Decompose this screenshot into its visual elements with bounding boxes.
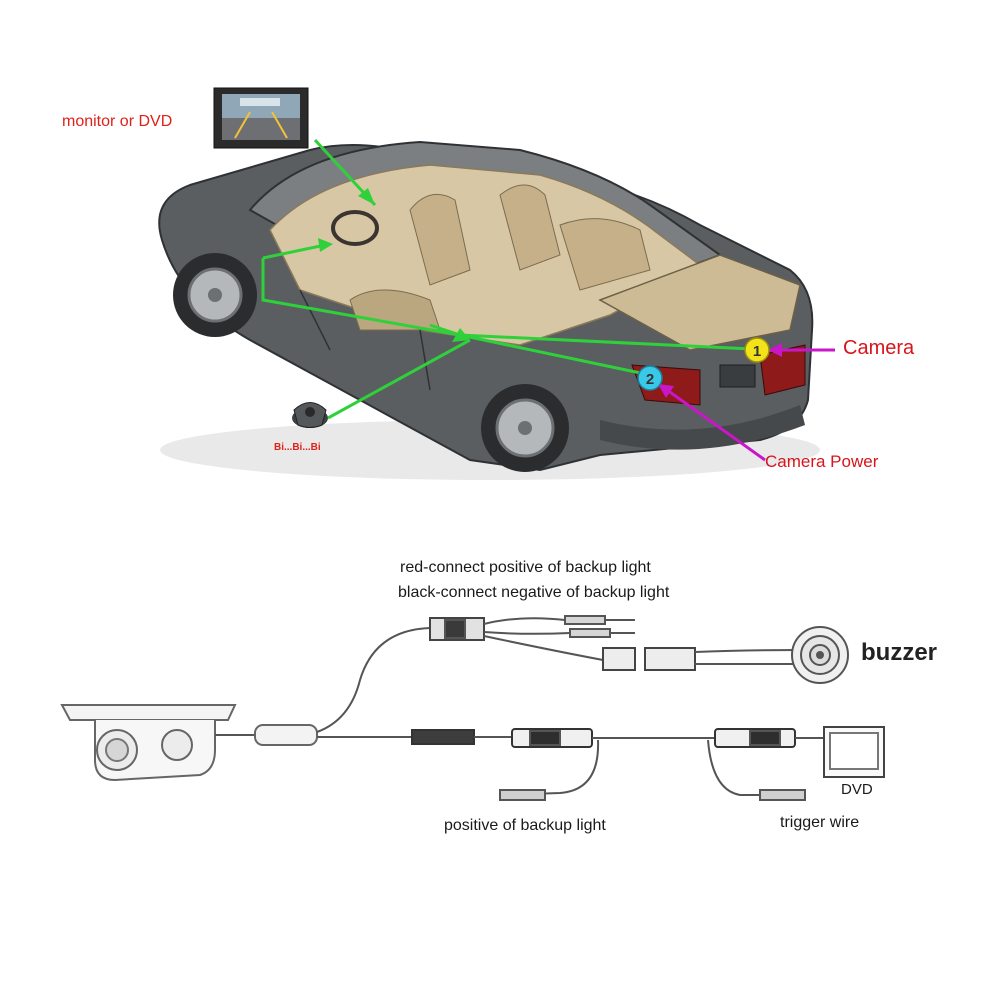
camera-label: Camera [843, 337, 915, 359]
arrow-head-icon [452, 328, 470, 342]
buzzer-label: buzzer [861, 639, 938, 666]
monitor-label: monitor or DVD [62, 113, 173, 130]
buzzer-sound-label: Bi...Bi...Bi [274, 442, 321, 453]
buzzer-thumbnail [292, 402, 328, 428]
marker-2 [637, 365, 663, 391]
dvd-label: DVD [841, 781, 873, 798]
marker-2-label: 2 [646, 371, 654, 388]
black-wire-note: black-connect negative of backup light [398, 584, 670, 601]
marker-1-label: 1 [753, 343, 761, 360]
positive-label: positive of backup light [444, 817, 606, 834]
car-illustration [158, 140, 820, 480]
pointer-head-icon [768, 343, 782, 357]
camera-power-label: Camera Power [765, 452, 879, 471]
trigger-label: trigger wire [780, 814, 860, 831]
marker-1 [744, 337, 770, 363]
wiring-schematic [60, 615, 885, 801]
red-wire-note: red-connect positive of backup light [400, 559, 651, 576]
arrow-head-icon [358, 188, 375, 205]
arrow-head-icon [318, 238, 333, 252]
pointer-head-icon [658, 384, 674, 398]
monitor-thumbnail [213, 87, 309, 149]
